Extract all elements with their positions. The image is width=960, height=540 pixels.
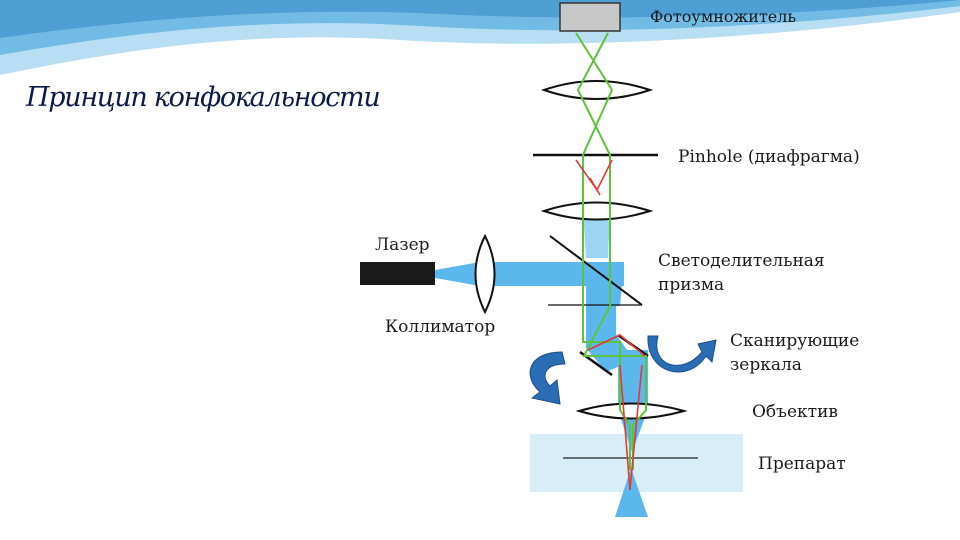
red-ray [575,159,646,491]
objective-label: Объектив [752,402,838,422]
return-beam [583,212,610,258]
specimen-block [530,434,743,492]
collimator-lens [474,233,496,315]
rotation-arrow-left-icon [529,351,566,405]
photomultiplier-box [559,2,621,32]
specimen-label: Препарат [758,454,846,474]
page-title: Принцип конфокальности [26,82,381,113]
beam-splitter-label-line1: Светоделительная [658,251,825,271]
laser-body [360,262,435,285]
green-ray [575,32,647,470]
scanning-mirrors-label-line2: зеркала [730,355,802,375]
top-lens [540,80,654,100]
laser-beam [435,262,648,517]
laser-label: Лазер [375,235,430,255]
pinhole-label: Pinhole (диафрагма) [678,147,860,167]
photomultiplier-label: Фотоумножитель [650,7,797,26]
objective-lens [575,402,688,420]
scanning-mirrors-label-line1: Сканирующие [730,331,860,351]
rotation-arrow-right-icon [647,335,717,373]
beam-splitter-label-line2: призма [658,275,725,295]
beam-splitter-prism [548,235,643,306]
header-wave-decoration [0,0,960,75]
collimator-label: Коллиматор [385,317,496,337]
pinhole-lens [540,201,654,221]
